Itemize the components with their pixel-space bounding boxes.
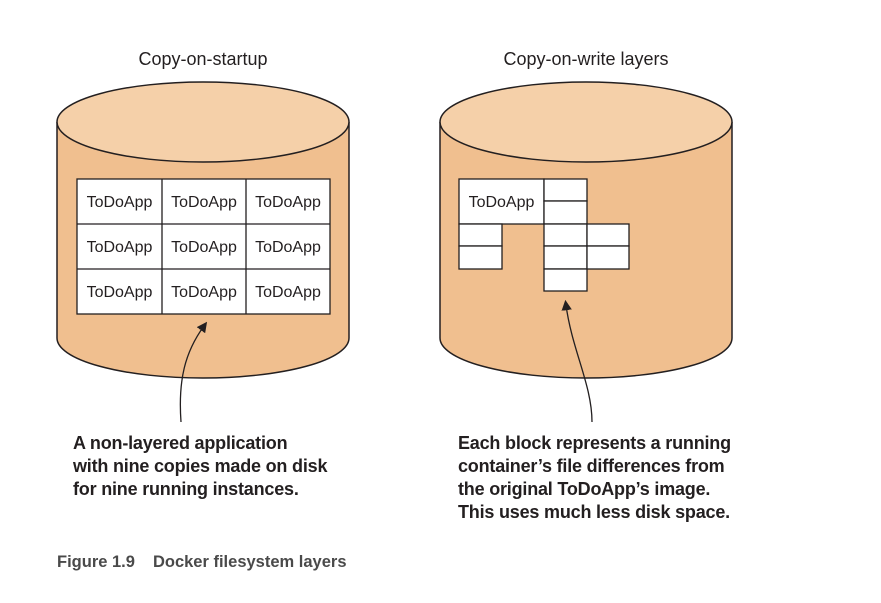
grid-cell: ToDoApp xyxy=(87,239,153,256)
figure-caption: Figure 1.9 Docker filesystem layers xyxy=(57,553,347,572)
base-image-block xyxy=(458,178,545,225)
left-pointer-arrow xyxy=(179,321,208,423)
caption-line: with nine copies made on disk xyxy=(73,456,328,476)
caption-line: This uses much less disk space. xyxy=(458,502,730,522)
grid-cell: ToDoApp xyxy=(171,239,237,256)
grid-cell: ToDoApp xyxy=(255,239,321,256)
base-image-label: ToDoApp xyxy=(469,194,535,211)
caption-line: the original ToDoApp’s image. xyxy=(458,479,711,499)
right-pointer-arrow xyxy=(561,299,593,423)
caption-line: A non-layered application xyxy=(73,433,288,453)
copy-on-startup-title: Copy-on-startup xyxy=(138,49,268,69)
grid-cell: ToDoApp xyxy=(87,194,153,211)
grid-cell: ToDoApp xyxy=(255,194,321,211)
grid-cell: ToDoApp xyxy=(171,284,237,301)
copy-on-write-title: Copy-on-write layers xyxy=(503,49,669,69)
right-caption: Each block represents a running containe… xyxy=(458,432,788,524)
grid-cell: ToDoApp xyxy=(255,284,321,301)
caption-line: container’s file differences from xyxy=(458,456,725,476)
cow-layer-blocks xyxy=(458,178,630,292)
caption-line: Each block represents a running xyxy=(458,433,731,453)
figure-title: Docker filesystem layers xyxy=(152,553,347,571)
todoapp-grid: ToDoApp ToDoApp ToDoApp ToDoApp ToDoApp … xyxy=(76,178,331,315)
figure-number: Figure 1.9 xyxy=(57,553,135,571)
caption-line: for nine running instances. xyxy=(73,479,299,499)
grid-cell: ToDoApp xyxy=(171,194,237,211)
left-caption: A non-layered application with nine copi… xyxy=(73,432,393,501)
grid-cell: ToDoApp xyxy=(87,284,153,301)
